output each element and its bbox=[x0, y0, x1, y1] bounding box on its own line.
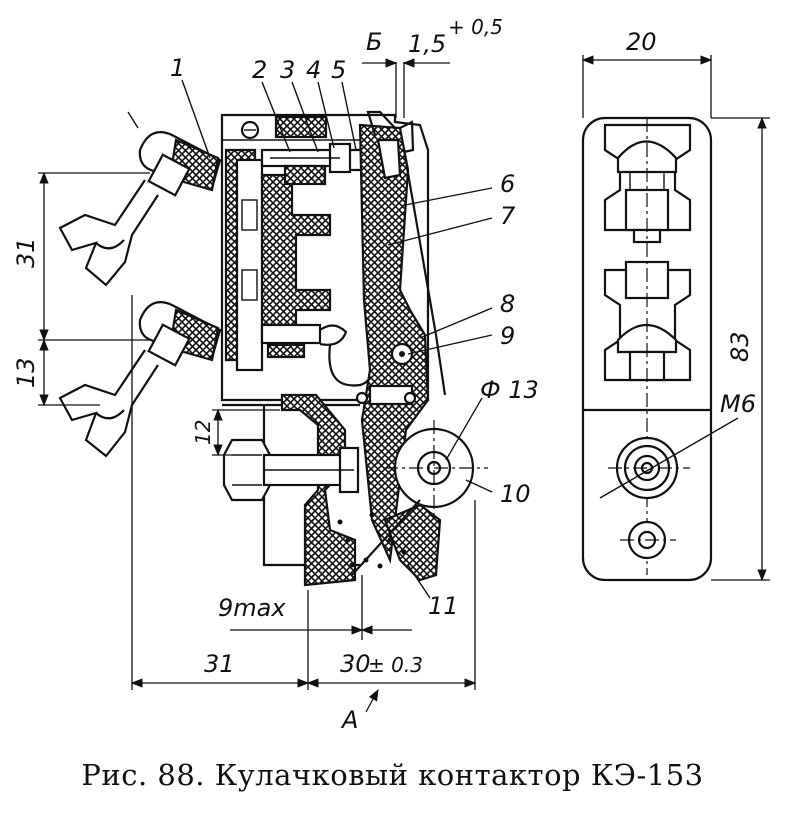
dim-9max: 9max bbox=[218, 594, 286, 622]
dim-30-tolerance: ± 0.3 bbox=[368, 653, 423, 677]
dim-31-horizontal: 31 bbox=[204, 650, 235, 678]
dim-13-vertical: 13 bbox=[12, 357, 40, 388]
front-dimensions bbox=[38, 58, 483, 713]
part-label-4: 4 bbox=[306, 56, 321, 84]
dimension-labels: 31 13 12 9max 31 30 ± 0.3 А Б 1,5 + 0,5 … bbox=[12, 15, 756, 734]
lower-cable-lug bbox=[58, 301, 222, 458]
part-label-5: 5 bbox=[331, 56, 346, 84]
part-label-3: 3 bbox=[280, 56, 295, 84]
part-label-11: 11 bbox=[428, 592, 459, 620]
view-label-a: А bbox=[340, 706, 358, 734]
dim-b-tolerance: + 0,5 bbox=[448, 15, 503, 39]
dim-31-vertical: 31 bbox=[12, 237, 40, 268]
part-label-6: 6 bbox=[500, 170, 515, 198]
dim-12: 12 bbox=[191, 420, 215, 445]
part-label-10: 10 bbox=[500, 480, 531, 508]
dim-phi13: Ф 13 bbox=[480, 376, 539, 404]
front-view bbox=[58, 110, 488, 587]
part-label-8: 8 bbox=[500, 290, 515, 318]
thread-m6: М6 bbox=[720, 390, 756, 418]
part-label-9: 9 bbox=[500, 322, 515, 350]
dim-20: 20 bbox=[626, 28, 657, 56]
figure-caption: Рис. 88. Кулачковый контактор КЭ-153 bbox=[81, 758, 704, 792]
dim-b-letter: Б bbox=[366, 28, 382, 56]
part-label-2: 2 bbox=[252, 56, 267, 84]
part-leaders bbox=[181, 79, 493, 599]
upper-cable-lug bbox=[58, 131, 222, 287]
dim-30: 30 bbox=[340, 650, 371, 678]
end-view bbox=[581, 55, 770, 582]
part-label-7: 7 bbox=[500, 202, 516, 230]
part-numbers: 1 2 3 4 5 6 7 8 9 10 11 bbox=[170, 54, 531, 620]
dim-83: 83 bbox=[726, 331, 754, 362]
dim-b-value: 1,5 bbox=[408, 30, 446, 58]
part-label-1: 1 bbox=[170, 54, 185, 82]
